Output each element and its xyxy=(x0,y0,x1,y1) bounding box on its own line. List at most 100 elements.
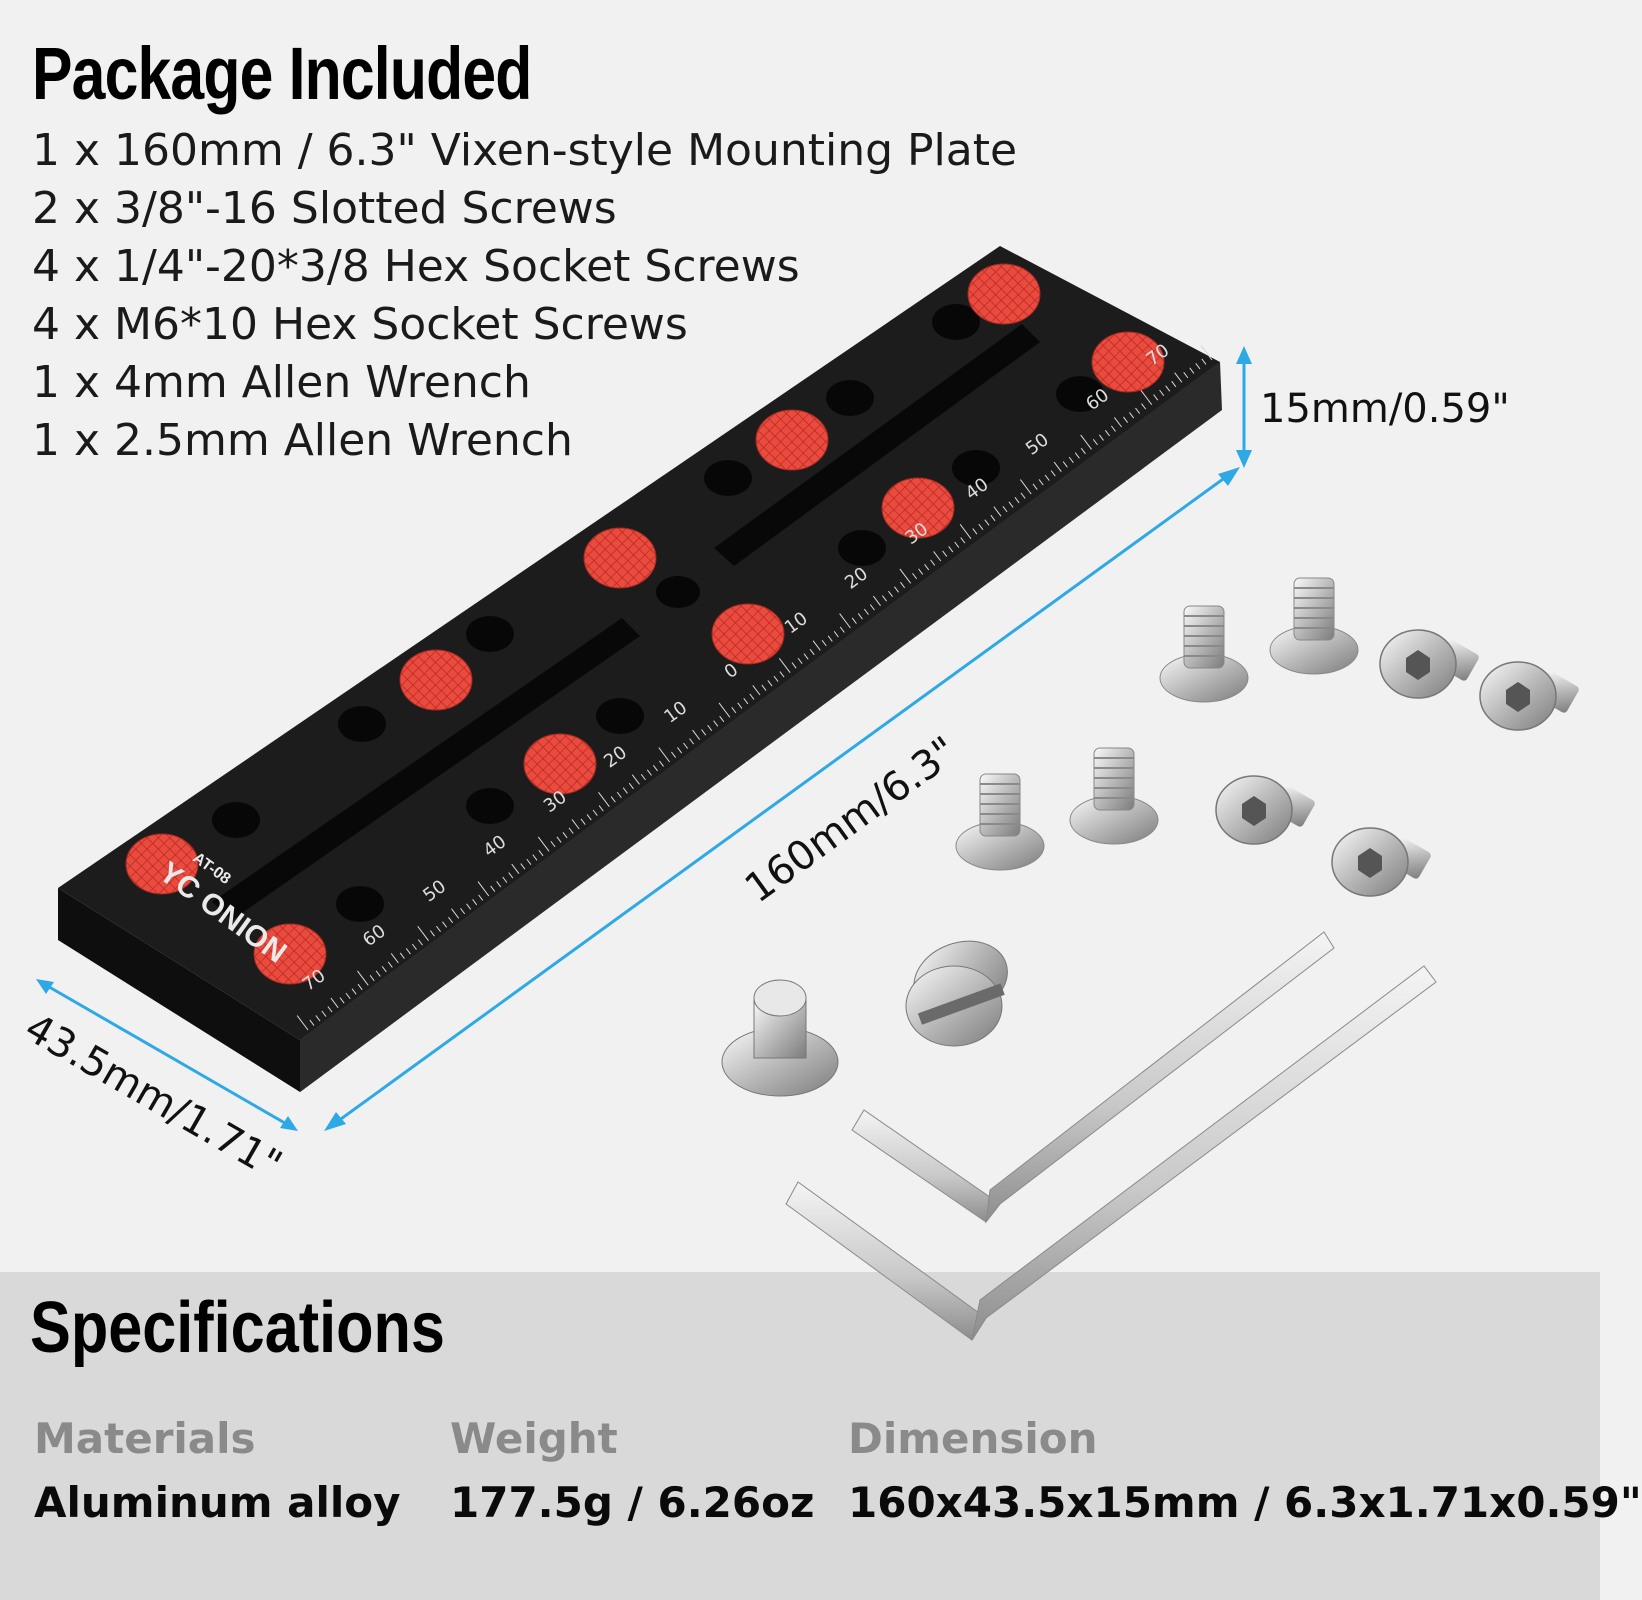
ruler-tick xyxy=(803,653,809,660)
package-item: 4 x M6*10 Hex Socket Screws xyxy=(32,299,688,350)
ruler-tick xyxy=(477,881,490,897)
ruler-tick xyxy=(1114,417,1122,428)
ruler-tick xyxy=(1165,385,1171,392)
ruler-tick xyxy=(900,581,906,589)
ruler-tick xyxy=(1008,501,1014,508)
ruler-tick xyxy=(429,930,435,937)
package-section: Package Included 1 x 160mm / 6.3" Vixen-… xyxy=(32,28,1017,470)
ruler-tick xyxy=(912,572,918,580)
ruler-tick xyxy=(357,970,369,986)
ruler-tick xyxy=(411,943,417,950)
ruler-tick xyxy=(598,805,604,812)
spec-dimension: Dimension 160x43.5x15mm / 6.3x1.71x0.59" xyxy=(848,1414,1642,1528)
ruler-tick xyxy=(327,1006,333,1013)
ruler-tick xyxy=(737,702,743,709)
ruler-tick xyxy=(598,791,610,807)
ruler-tick xyxy=(1080,434,1092,450)
ruler-tick xyxy=(345,992,351,1000)
ruler-tick xyxy=(381,966,387,973)
ruler-tick xyxy=(1201,358,1207,365)
ruler-tick xyxy=(899,568,912,584)
ruler-tick xyxy=(933,551,942,562)
ruler-tick xyxy=(508,872,514,879)
ruler-tick xyxy=(827,635,833,642)
ruler-tick xyxy=(538,849,544,857)
specifications-section: Specifications Materials Aluminum alloy … xyxy=(0,1272,1642,1600)
ruler-tick xyxy=(390,953,399,964)
ruler-tick xyxy=(1110,425,1116,432)
length-label: 160mm/6.3" xyxy=(737,728,966,912)
spec-materials-value: Aluminum alloy xyxy=(34,1478,401,1527)
ruler-tick xyxy=(1014,497,1020,504)
ruler-tick xyxy=(881,595,887,602)
ruler-tick xyxy=(405,948,411,955)
ruler-tick xyxy=(562,832,568,839)
ruler-tick xyxy=(640,773,646,781)
spec-dimension-label: Dimension xyxy=(848,1414,1098,1463)
ruler-tick xyxy=(339,997,345,1004)
ruler-tick xyxy=(571,819,580,830)
ruler-tick xyxy=(466,903,472,910)
ruler-tick xyxy=(713,720,719,727)
ruler-tick xyxy=(1020,479,1032,495)
ruler-tick xyxy=(646,769,652,776)
spec-weight-value: 177.5g / 6.26oz xyxy=(450,1478,815,1527)
ruler-tick xyxy=(652,765,658,772)
ruler-tick xyxy=(984,519,990,526)
ruler-tick xyxy=(1068,456,1074,464)
package-item: 1 x 160mm / 6.3" Vixen-style Mounting Pl… xyxy=(32,125,1018,176)
package-item: 4 x 1/4"-20*3/8 Hex Socket Screws xyxy=(32,241,800,292)
ruler-tick xyxy=(857,613,863,620)
ruler-tick xyxy=(460,907,466,915)
ruler-tick xyxy=(1050,470,1056,477)
ruler-tick xyxy=(417,925,429,941)
package-item: 1 x 2.5mm Allen Wrench xyxy=(32,415,573,466)
ruler-tick xyxy=(1183,371,1189,379)
ruler-tick xyxy=(490,885,496,892)
ruler-tick xyxy=(773,675,779,682)
package-title: Package Included xyxy=(32,32,532,115)
ruler-tick xyxy=(894,586,900,593)
ruler-tick xyxy=(592,809,598,816)
ruler-tick xyxy=(1080,447,1086,455)
ruler-tick xyxy=(990,514,996,522)
ruler-tick xyxy=(1002,505,1008,513)
ruler-tick xyxy=(809,648,815,656)
ruler-tick xyxy=(959,523,972,539)
ruler-tick xyxy=(1098,434,1104,441)
spec-dimension-value: 160x43.5x15mm / 6.3x1.71x0.59" xyxy=(848,1478,1642,1527)
ruler-tick xyxy=(1140,389,1153,405)
ruler-tick xyxy=(537,836,550,852)
ruler-tick xyxy=(930,559,936,566)
mounting-holes xyxy=(212,304,1104,922)
ruler-tick xyxy=(532,854,538,861)
ruler-tick xyxy=(321,1010,327,1017)
ruler-tick xyxy=(701,729,707,736)
ruler-tick xyxy=(1159,389,1165,397)
ruler-tick xyxy=(622,787,628,794)
ruler-tick xyxy=(451,908,460,919)
ruler-tick xyxy=(863,608,869,615)
ruler-tick xyxy=(357,983,363,991)
ruler-tick xyxy=(616,791,622,799)
ruler-tick xyxy=(610,796,616,803)
ruler-tick xyxy=(448,916,454,924)
ruler-tick xyxy=(315,1015,321,1022)
ruler-tick xyxy=(550,840,556,848)
ruler-tick xyxy=(797,657,803,665)
allen-wrench-large xyxy=(785,965,1437,1341)
mounting-slot xyxy=(212,324,1040,920)
ruler-tick xyxy=(918,568,924,575)
ruler-tick xyxy=(330,997,339,1008)
plate-right-face xyxy=(300,362,1222,1092)
ruler-tick xyxy=(1074,452,1080,459)
ruler-tick xyxy=(707,724,713,732)
ruler-tick xyxy=(779,671,785,678)
ruler-tick xyxy=(821,639,827,647)
hex-socket-screws xyxy=(1215,629,1579,897)
ruler-tick xyxy=(1020,492,1026,499)
ruler-tick xyxy=(399,952,405,959)
height-label: 15mm/0.59" xyxy=(1260,386,1510,432)
